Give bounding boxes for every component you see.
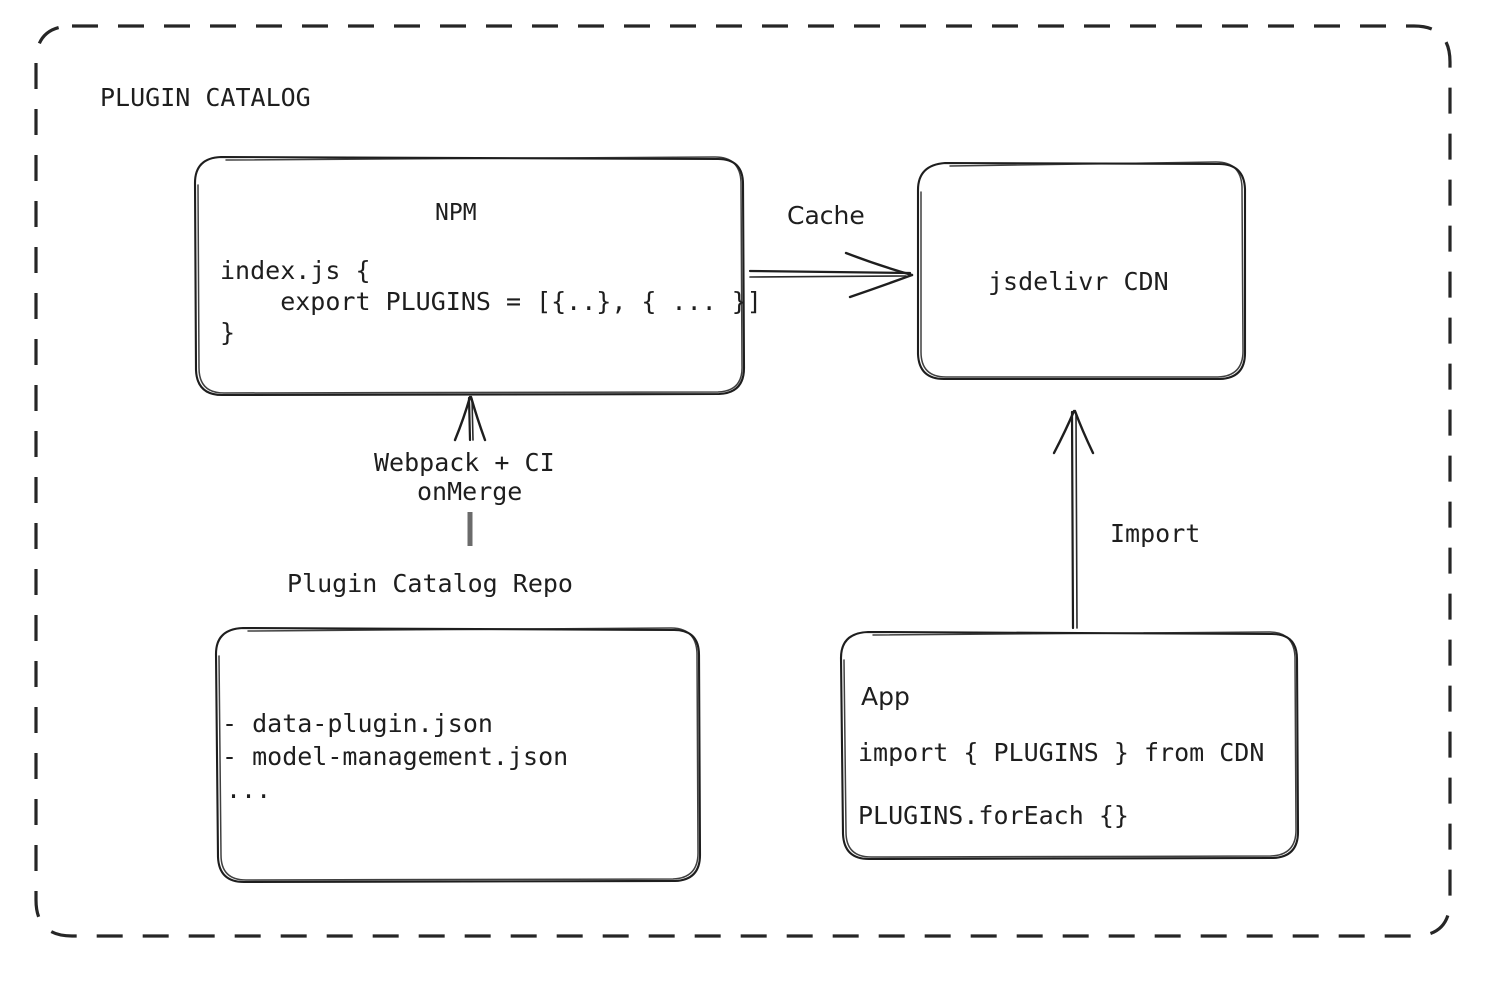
build-label-line-1: Webpack + CI xyxy=(374,448,555,477)
repo-caption: Plugin Catalog Repo xyxy=(287,569,573,598)
edge-cache-arrow xyxy=(748,251,914,299)
repo-line-3: ... xyxy=(226,775,271,804)
node-jsdelivr-cdn[interactable] xyxy=(916,161,1247,381)
node-app[interactable] xyxy=(839,630,1300,861)
npm-title: NPM xyxy=(435,200,477,226)
cdn-title: jsdelivr CDN xyxy=(988,267,1169,296)
node-npm[interactable] xyxy=(193,155,746,397)
cache-label: Cache xyxy=(787,201,865,230)
edge-import-arrow xyxy=(1052,409,1095,630)
app-line-1: import { PLUGINS } from CDN xyxy=(858,738,1264,767)
app-title: App xyxy=(861,682,910,711)
app-line-2: PLUGINS.forEach {} xyxy=(858,801,1129,830)
edge-build-arrow xyxy=(453,395,487,546)
repo-line-2: - model-management.json xyxy=(222,742,568,771)
npm-code-line-3: } xyxy=(220,318,235,347)
npm-code-line-2: export PLUGINS = [{..}, { ... }] xyxy=(220,287,762,316)
build-label-line-2: onMerge xyxy=(417,477,522,506)
npm-code-line-1: index.js { xyxy=(220,256,371,285)
node-plugin-catalog-repo[interactable] xyxy=(214,626,702,884)
import-label: Import xyxy=(1110,519,1200,548)
repo-line-1: - data-plugin.json xyxy=(222,709,493,738)
frame-title: PLUGIN CATALOG xyxy=(100,83,311,112)
